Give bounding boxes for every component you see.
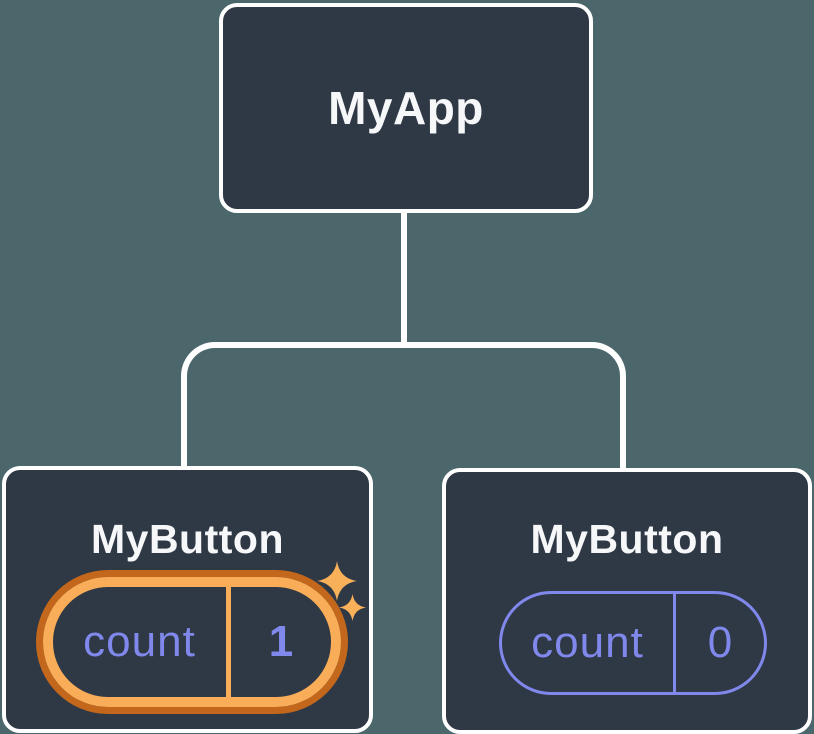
sparkle-icon-large (317, 561, 357, 601)
pill-divider (226, 587, 231, 697)
node-mybutton-right-label: MyButton (530, 516, 724, 562)
state-value: 0 (707, 618, 733, 667)
node-mybutton-right: MyButton count 0 (442, 468, 812, 734)
state-value: 1 (268, 617, 294, 666)
node-mybutton-left-label: MyButton (90, 516, 284, 562)
node-mybutton-left: MyButton count 1 (2, 466, 373, 733)
state-pill-normal: count 0 (499, 591, 767, 695)
sparkle-icon-small (339, 594, 366, 621)
pill-divider (673, 594, 676, 692)
state-name: count (83, 617, 196, 666)
node-myapp-label: MyApp (328, 82, 484, 134)
state-name: count (531, 618, 644, 667)
node-myapp: MyApp (219, 3, 593, 213)
connector-stem (401, 211, 407, 345)
state-pill-highlighted: count 1 (43, 577, 341, 707)
connector-branch (181, 342, 626, 468)
